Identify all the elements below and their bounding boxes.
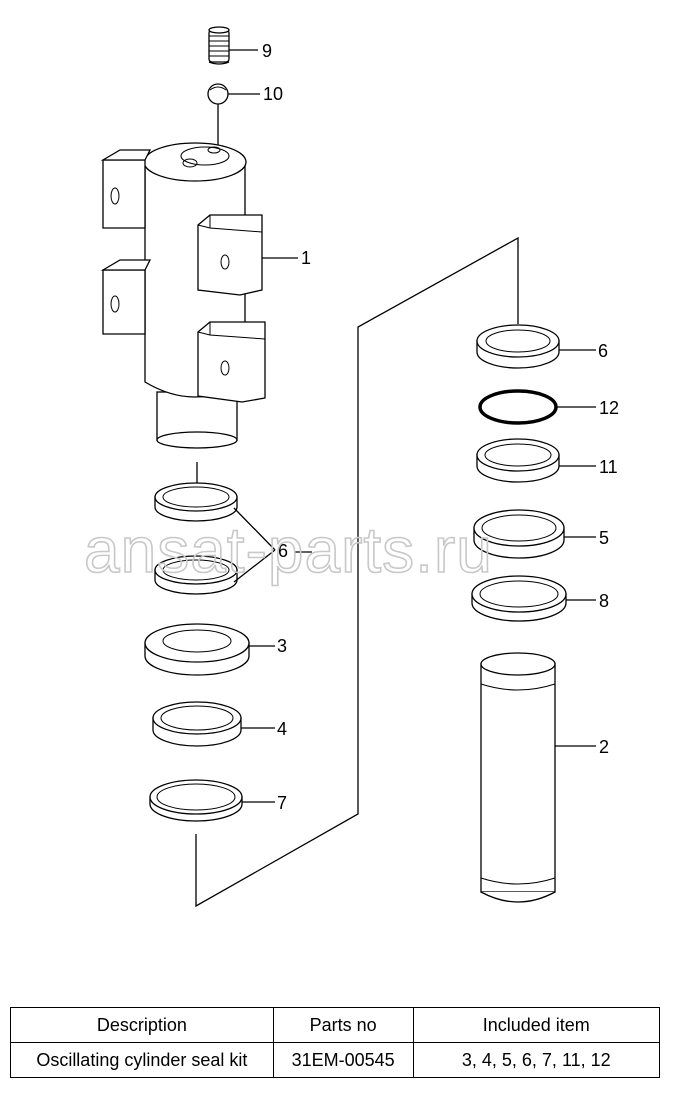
seal-kit-table: Description Parts no Included item Oscil… [10, 1007, 661, 1078]
callout-5: 5 [599, 528, 609, 548]
seal-ring-4 [152, 701, 242, 747]
cell-parts-no: 31EM-00545 [272, 1042, 414, 1078]
o-ring-12 [478, 389, 558, 425]
seal-ring-8 [471, 575, 567, 622]
callout-10: 10 [263, 84, 283, 104]
column-header-included-item: Included item [412, 1007, 661, 1043]
seal-ring-11 [476, 438, 560, 483]
callout-1: 1 [301, 248, 311, 268]
cell-description: Oscillating cylinder seal kit [10, 1042, 274, 1078]
seal-ring-7 [149, 779, 243, 822]
steel-ball-part [207, 83, 229, 105]
callout-6-right: 6 [598, 341, 608, 361]
callout-3: 3 [277, 636, 287, 656]
cell-included-item: 3, 4, 5, 6, 7, 11, 12 [412, 1042, 661, 1078]
cylinder-body-part [100, 142, 266, 449]
callout-8: 8 [599, 591, 609, 611]
set-screw-part [208, 26, 230, 65]
column-header-description: Description [10, 1007, 274, 1043]
seal-ring-6-right [476, 324, 560, 369]
column-header-parts-no: Parts no [272, 1007, 414, 1043]
table-row: Oscillating cylinder seal kit 31EM-00545… [10, 1042, 661, 1078]
seal-ring-5 [473, 509, 565, 559]
callout-6-left: 6 [278, 541, 288, 561]
callout-2: 2 [599, 737, 609, 757]
watermark-text: ansat-parts.ru [84, 514, 493, 586]
callout-11: 11 [599, 457, 618, 477]
table-header-row: Description Parts no Included item [10, 1007, 661, 1043]
callout-9: 9 [262, 41, 272, 61]
seal-ring-6-upper [154, 482, 238, 522]
seal-ring-3 [144, 623, 250, 676]
pin-part [480, 652, 556, 903]
callout-7: 7 [277, 793, 287, 813]
callout-12: 12 [599, 398, 619, 418]
callout-4: 4 [277, 719, 287, 739]
seal-ring-6-lower [154, 555, 238, 595]
